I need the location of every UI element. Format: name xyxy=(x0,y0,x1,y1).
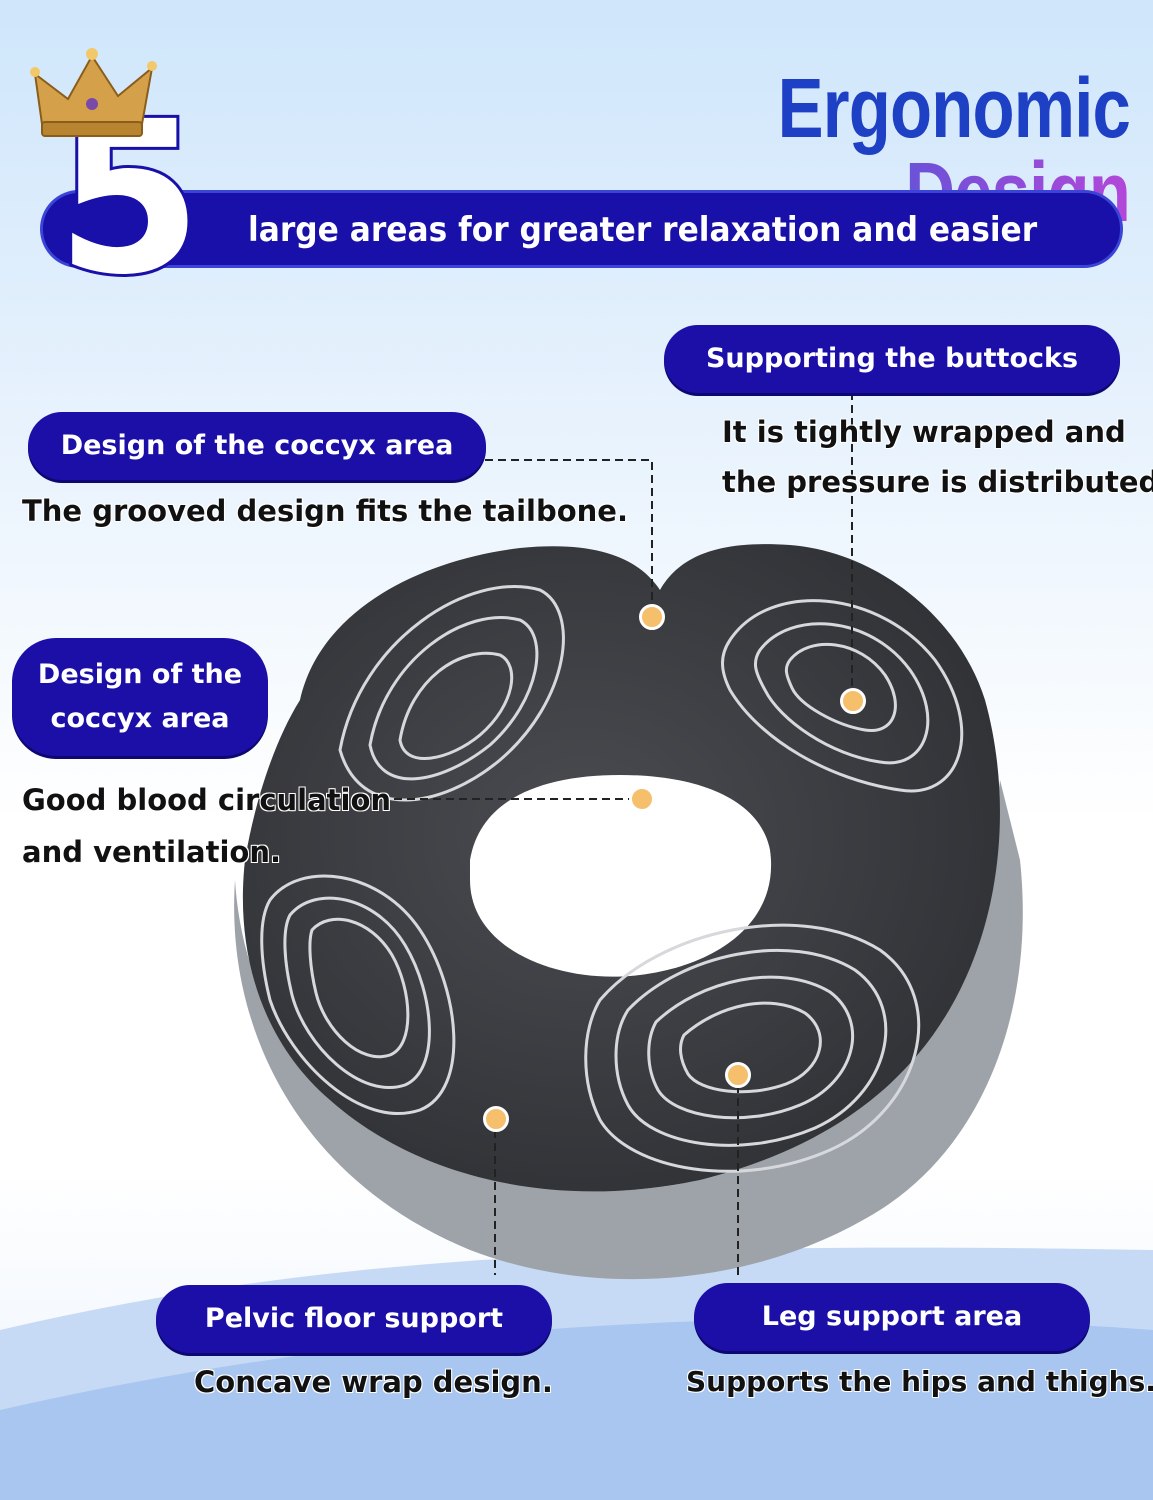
marker-dot-pelvic xyxy=(483,1106,509,1132)
desc-buttocks-line2: the pressure is distributed. xyxy=(722,465,1153,499)
banner-text: large areas for greater relaxation and e… xyxy=(248,210,1038,250)
label-coccyx-area-text: Design of the coccyx area xyxy=(60,430,454,462)
cushion-center-hole xyxy=(470,775,772,977)
desc-center-line1: Good blood circulation xyxy=(22,783,392,817)
desc-leg-support: Supports the hips and thighs. xyxy=(686,1365,1153,1398)
label-supporting-buttocks: Supporting the buttocks xyxy=(664,325,1120,393)
leader-lines xyxy=(355,392,853,1275)
desc-buttocks-line1: It is tightly wrapped and xyxy=(722,415,1126,449)
label-coccyx-area: Design of the coccyx area xyxy=(28,412,486,480)
label-leg-support-area: Leg support area xyxy=(694,1283,1090,1351)
label-center-line2: coccyx area xyxy=(50,703,230,734)
contour-lines xyxy=(260,585,964,1173)
label-leg-support-area-text: Leg support area xyxy=(761,1301,1023,1333)
marker-dot-coccyx xyxy=(639,604,665,630)
title-word-ergonomic: Ergonomic xyxy=(777,61,1131,155)
marker-dot-buttocks xyxy=(840,688,866,714)
label-pelvic-floor-support: Pelvic floor support xyxy=(156,1285,552,1353)
marker-dot-leg xyxy=(725,1062,751,1088)
label-supporting-buttocks-text: Supporting the buttocks xyxy=(705,343,1079,375)
label-center-coccyx-area: Design of the coccyx area xyxy=(12,638,268,756)
crown-icon xyxy=(30,48,157,137)
marker-dot-center xyxy=(629,786,655,812)
label-pelvic-floor-support-text: Pelvic floor support xyxy=(204,1303,504,1335)
desc-center-line2: and ventilation. xyxy=(22,835,281,869)
cushion-side-wall xyxy=(234,780,1023,1280)
desc-pelvic-floor: Concave wrap design. xyxy=(194,1365,553,1399)
desc-coccyx-area: The grooved design fits the tailbone. xyxy=(22,494,628,528)
headline-banner xyxy=(40,190,1123,268)
label-center-line1: Design of the xyxy=(37,659,243,691)
